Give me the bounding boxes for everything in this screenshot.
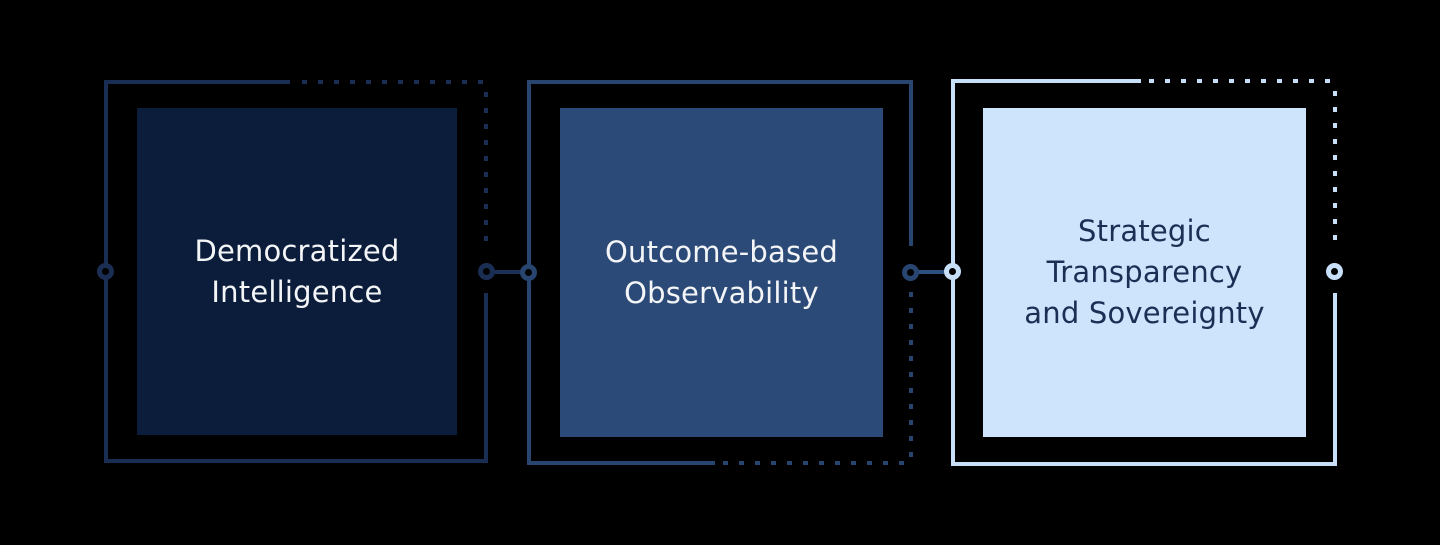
frame-edge-right-dotted bbox=[484, 92, 488, 248]
label-line: Transparency bbox=[1046, 255, 1243, 289]
card-democratized-intelligence: Democratized Intelligence bbox=[97, 80, 495, 463]
card-body: Outcome-based Observability bbox=[560, 108, 883, 437]
card-body: Democratized Intelligence bbox=[137, 108, 457, 435]
connector-node-icon bbox=[1326, 263, 1343, 280]
card-body: Strategic Transparency and Sovereignty bbox=[983, 108, 1306, 437]
frame-edge-right-solid bbox=[909, 80, 913, 246]
frame-edge-top bbox=[527, 80, 913, 84]
connector-line-1 bbox=[488, 270, 528, 274]
card-label: Democratized Intelligence bbox=[194, 231, 399, 313]
frame-edge-top-solid bbox=[951, 79, 1141, 83]
card-label: Strategic Transparency and Sovereignty bbox=[1024, 211, 1264, 334]
card-outcome-based-observability: Outcome-based Observability bbox=[520, 80, 919, 465]
label-line: Intelligence bbox=[211, 274, 383, 309]
connector-node-icon bbox=[478, 263, 495, 280]
frame-edge-bottom bbox=[951, 462, 1337, 466]
frame-edge-top-dotted bbox=[1149, 79, 1337, 83]
card-label: Outcome-based Observability bbox=[605, 232, 838, 314]
label-line: Outcome-based bbox=[605, 234, 838, 269]
frame-edge-right-dotted bbox=[1333, 91, 1337, 245]
connector-node-icon bbox=[97, 263, 114, 280]
frame-edge-right-dotted bbox=[909, 292, 913, 465]
label-line: Strategic bbox=[1078, 214, 1211, 248]
frame-edge-bottom bbox=[104, 459, 488, 463]
frame-edge-right-solid bbox=[1333, 293, 1337, 466]
frame-edge-bottom-solid bbox=[527, 461, 715, 465]
frame-edge-right-solid bbox=[484, 293, 488, 463]
frame-edge-top-solid bbox=[104, 80, 290, 84]
connector-node-icon bbox=[902, 264, 919, 281]
connector-node-icon bbox=[944, 263, 961, 280]
connector-line-2 bbox=[912, 270, 952, 274]
label-line: and Sovereignty bbox=[1024, 296, 1265, 330]
frame-edge-bottom-dotted bbox=[723, 461, 913, 465]
label-line: Democratized bbox=[194, 233, 400, 268]
connector-node-icon bbox=[520, 264, 537, 281]
label-line: Observability bbox=[624, 275, 819, 310]
frame-edge-top-dotted bbox=[302, 80, 492, 84]
card-strategic-transparency-and-sovereignty: Strategic Transparency and Sovereignty bbox=[944, 79, 1343, 466]
